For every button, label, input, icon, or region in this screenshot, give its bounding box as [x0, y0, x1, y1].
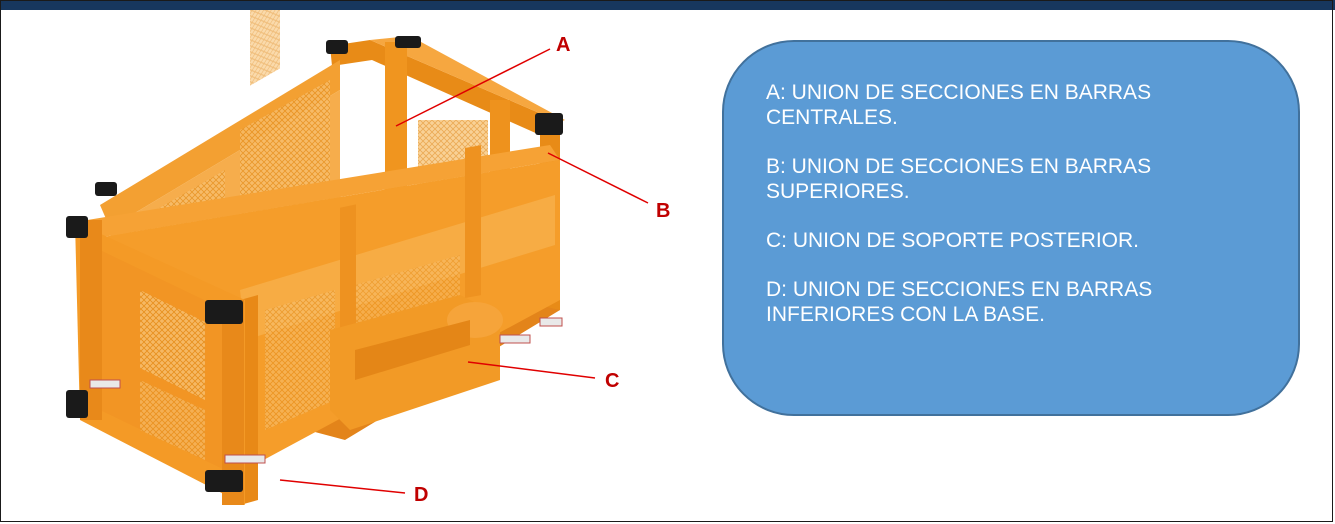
- rear-support: [330, 295, 503, 430]
- label-b: B: [656, 200, 671, 222]
- legend-item-b: B: UNION DE SECCIONES EN BARRAS SUPERIOR…: [766, 155, 1152, 203]
- label-c: C: [605, 370, 620, 392]
- label-d: D: [414, 484, 429, 506]
- reflectors: [89, 317, 563, 464]
- leader-lines: [279, 48, 649, 494]
- title-bar: [0, 0, 1335, 10]
- cage-illustration: [66, 10, 649, 505]
- legend-item-a: A: UNION DE SECCIONES EN BARRAS CENTRALE…: [766, 81, 1152, 129]
- label-a: A: [556, 34, 571, 56]
- legend-callout: A: UNION DE SECCIONES EN BARRAS CENTRALE…: [722, 40, 1300, 416]
- legend-item-c: C: UNION DE SOPORTE POSTERIOR.: [766, 229, 1139, 252]
- cage-end-panel: [75, 220, 245, 505]
- corner-caps: [66, 36, 563, 492]
- legend-item-d: D: UNION DE SECCIONES EN BARRAS INFERIOR…: [766, 278, 1153, 326]
